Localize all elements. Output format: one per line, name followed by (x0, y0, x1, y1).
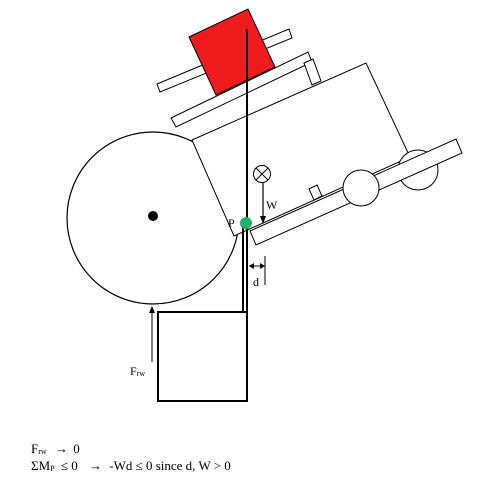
weight-arrowhead (260, 216, 266, 224)
red-block (188, 8, 276, 96)
eq2-rest: -Wd ≤ 0 since d, W > 0 (109, 458, 231, 473)
eq1-main: F (31, 441, 38, 456)
eq2-sum: ΣM (31, 458, 51, 473)
eq1-sub: rw (38, 447, 47, 456)
force-label: Frw (130, 364, 145, 378)
plate-tab (308, 184, 323, 201)
eq2-arrow: → (89, 458, 102, 473)
lower-box (157, 311, 248, 402)
eq2-rel: ≤ 0 (61, 458, 78, 473)
rail-bracket (303, 58, 322, 86)
circle-x-icon (253, 165, 271, 183)
eq2-sub: P (50, 464, 55, 473)
pivot-label: P (228, 216, 235, 230)
force-label-sub: rw (137, 369, 146, 378)
distance-label: d (253, 275, 259, 289)
wheel-axle (148, 211, 158, 221)
up-arrow-icon (149, 306, 155, 313)
equation-line-2: ΣMP ≤ 0 → -Wd ≤ 0 since d, W > 0 (31, 458, 231, 474)
d-arrowhead-right (260, 263, 265, 269)
eq1-rest: 0 (73, 441, 80, 456)
equation-line-1: Frw → 0 (31, 441, 80, 457)
force-label-main: F (130, 364, 137, 378)
d-arrowhead-left (249, 263, 254, 269)
pivot-point (240, 217, 252, 229)
eq1-arrow: → (55, 441, 68, 456)
weight-label: W (266, 198, 278, 212)
front-roller (342, 169, 380, 207)
